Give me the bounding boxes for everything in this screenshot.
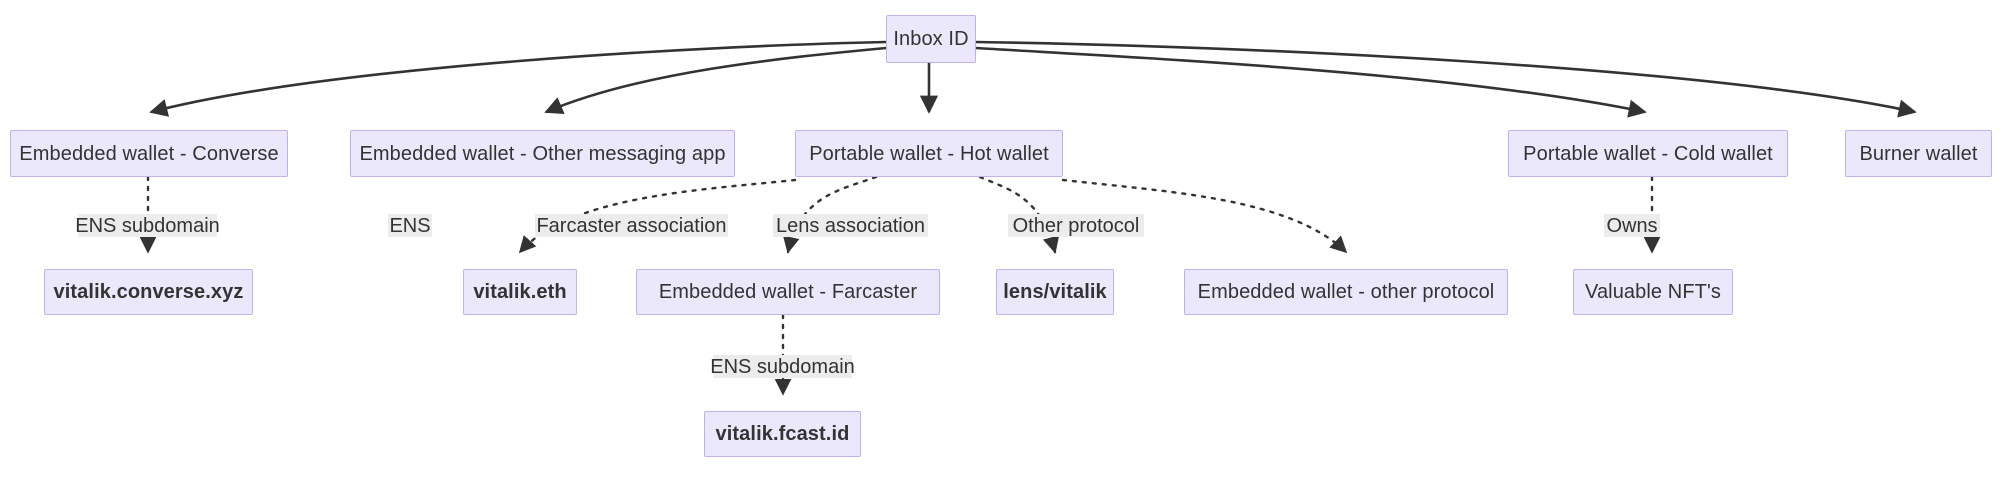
node-portable-wallet-cold-wallet[interactable]: Portable wallet - Cold wallet — [1508, 130, 1788, 177]
node-valuable-nfts[interactable]: Valuable NFT's — [1573, 269, 1733, 315]
edge-label-ens-subdomain-converse: ENS subdomain — [75, 214, 220, 237]
edge-hotwallet-to-farcaster — [782, 175, 878, 254]
node-burner-wallet[interactable]: Burner wallet — [1845, 130, 1992, 177]
node-embedded-wallet-converse[interactable]: Embedded wallet - Converse — [10, 130, 288, 177]
node-lens-vitalik[interactable]: lens/vitalik — [996, 269, 1114, 315]
edge-inbox-to-converse — [149, 40, 887, 117]
edge-label-farcaster-association: Farcaster association — [535, 214, 728, 237]
edge-label-owns: Owns — [1604, 214, 1660, 237]
edge-inbox-to-burner — [975, 40, 1917, 118]
edge-label-other-protocol: Other protocol — [1008, 214, 1144, 237]
edge-label-ens: ENS — [388, 214, 432, 237]
edge-inbox-to-othermsg — [544, 46, 887, 114]
edge-inbox-to-coldwallet — [975, 46, 1647, 118]
edge-hotwallet-to-lensvitalik — [978, 175, 1060, 254]
node-vitalik-eth[interactable]: vitalik.eth — [463, 269, 577, 315]
node-portable-wallet-hot-wallet[interactable]: Portable wallet - Hot wallet — [795, 130, 1063, 177]
node-embedded-wallet-other-protocol[interactable]: Embedded wallet - other protocol — [1184, 269, 1508, 315]
node-embedded-wallet-other-messaging-app[interactable]: Embedded wallet - Other messaging app — [350, 130, 735, 177]
edge-label-ens-subdomain-fcast: ENS subdomain — [710, 355, 855, 378]
node-embedded-wallet-farcaster[interactable]: Embedded wallet - Farcaster — [636, 269, 940, 315]
edge-hotwallet-to-otherproto — [1061, 178, 1348, 254]
node-vitalik-fcast-id[interactable]: vitalik.fcast.id — [704, 411, 861, 457]
edge-label-lens-association: Lens association — [773, 214, 928, 237]
node-inbox-id[interactable]: Inbox ID — [886, 15, 976, 63]
node-vitalik-converse-xyz[interactable]: vitalik.converse.xyz — [44, 269, 253, 315]
